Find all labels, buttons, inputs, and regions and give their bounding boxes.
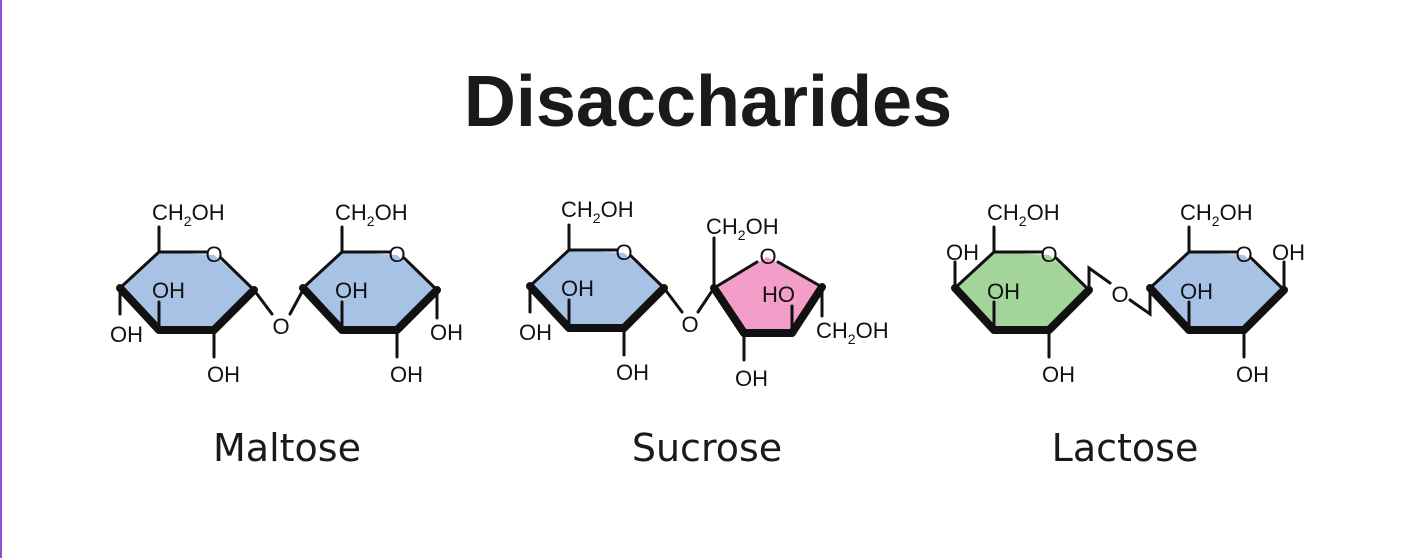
svg-text:OH: OH — [1042, 362, 1075, 387]
svg-text:OH: OH — [519, 320, 552, 345]
svg-text:OH: OH — [152, 278, 185, 303]
svg-text:OH: OH — [110, 322, 143, 347]
svg-text:OH: OH — [616, 360, 649, 385]
glycosidic-oxygen: O — [1111, 282, 1128, 307]
svg-text:HO: HO — [762, 282, 795, 307]
sucrose-label: Sucrose — [632, 426, 782, 470]
ring-fill — [120, 252, 254, 330]
svg-text:O: O — [1235, 242, 1252, 267]
glycosidic-oxygen: O — [681, 312, 698, 337]
glucose-ring-1 — [120, 227, 254, 357]
glycosidic-oxygen: O — [272, 314, 289, 339]
svg-text:CH2OH: CH2OH — [1180, 200, 1253, 229]
svg-text:OH: OH — [987, 279, 1020, 304]
lactose-label: Lactose — [1052, 426, 1199, 470]
svg-text:OH: OH — [207, 362, 240, 387]
svg-text:OH: OH — [946, 240, 979, 265]
svg-text:CH2OH: CH2OH — [816, 318, 889, 347]
svg-text:OH: OH — [1272, 240, 1305, 265]
fructose-ring — [710, 236, 826, 362]
diagram-title: Disaccharides — [464, 62, 952, 142]
svg-text:O: O — [205, 242, 222, 267]
maltose-structure: O O O CH2OH CH2OH OH OH OH OH OH OH — [110, 200, 463, 387]
svg-text:OH: OH — [430, 320, 463, 345]
maltose-label: Maltose — [213, 426, 361, 470]
glucose-ring — [530, 225, 664, 355]
svg-text:CH2OH: CH2OH — [152, 200, 225, 229]
svg-text:OH: OH — [735, 366, 768, 391]
svg-text:O: O — [388, 242, 405, 267]
svg-text:OH: OH — [561, 276, 594, 301]
svg-text:CH2OH: CH2OH — [335, 200, 408, 229]
svg-text:O: O — [759, 244, 776, 269]
svg-text:O: O — [615, 240, 632, 265]
svg-text:OH: OH — [1236, 362, 1269, 387]
svg-text:OH: OH — [390, 362, 423, 387]
svg-text:CH2OH: CH2OH — [706, 214, 779, 243]
lactose-structure: O O O CH2OH CH2OH OH OH OH OH OH OH — [946, 200, 1305, 387]
svg-text:O: O — [1040, 242, 1057, 267]
sucrose-structure: O O O CH2OH CH2OH CH2OH OH OH OH HO OH — [519, 197, 889, 391]
svg-text:OH: OH — [335, 278, 368, 303]
svg-text:OH: OH — [1180, 279, 1213, 304]
glucose-ring-2 — [303, 227, 437, 357]
glucose-ring — [1150, 227, 1284, 357]
galactose-ring — [955, 227, 1089, 357]
svg-text:CH2OH: CH2OH — [561, 197, 634, 226]
svg-text:CH2OH: CH2OH — [987, 200, 1060, 229]
